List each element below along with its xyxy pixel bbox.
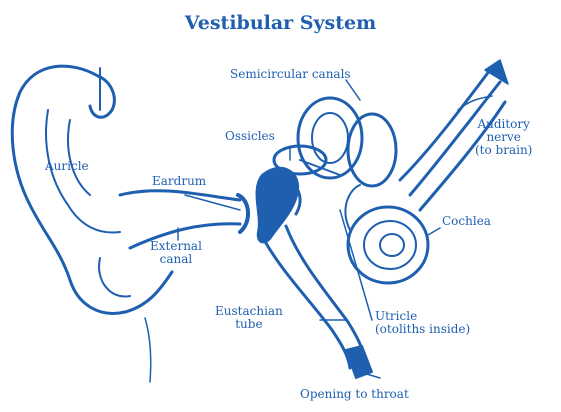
utricle-leader: [340, 210, 372, 320]
label-semicircular-canals: Semicircular canals: [230, 68, 351, 81]
label-eustachian-tube: Eustachian tube: [215, 305, 283, 331]
diagram-title: Vestibular System: [0, 12, 561, 34]
label-opening-to-throat: Opening to throat: [300, 388, 409, 401]
label-eardrum: Eardrum: [152, 175, 206, 188]
auricle-outline: [12, 66, 172, 382]
cochlea-shape: [345, 185, 428, 283]
label-ossicles: Ossicles: [225, 130, 275, 143]
label-auditory-nerve: Auditory nerve (to brain): [475, 118, 532, 157]
cochlea-leader: [428, 228, 440, 235]
label-utricle: Utricle (otoliths inside): [375, 310, 470, 336]
label-cochlea: Cochlea: [442, 215, 491, 228]
label-auricle: Auricle: [45, 160, 89, 173]
label-external-canal: External canal: [150, 240, 202, 266]
eustachian-tube-shape: [262, 226, 372, 378]
eardrum-ossicles-shape: [238, 168, 300, 243]
semicircular-leader: [346, 80, 360, 100]
semicircular-canals-shape: [274, 98, 396, 186]
